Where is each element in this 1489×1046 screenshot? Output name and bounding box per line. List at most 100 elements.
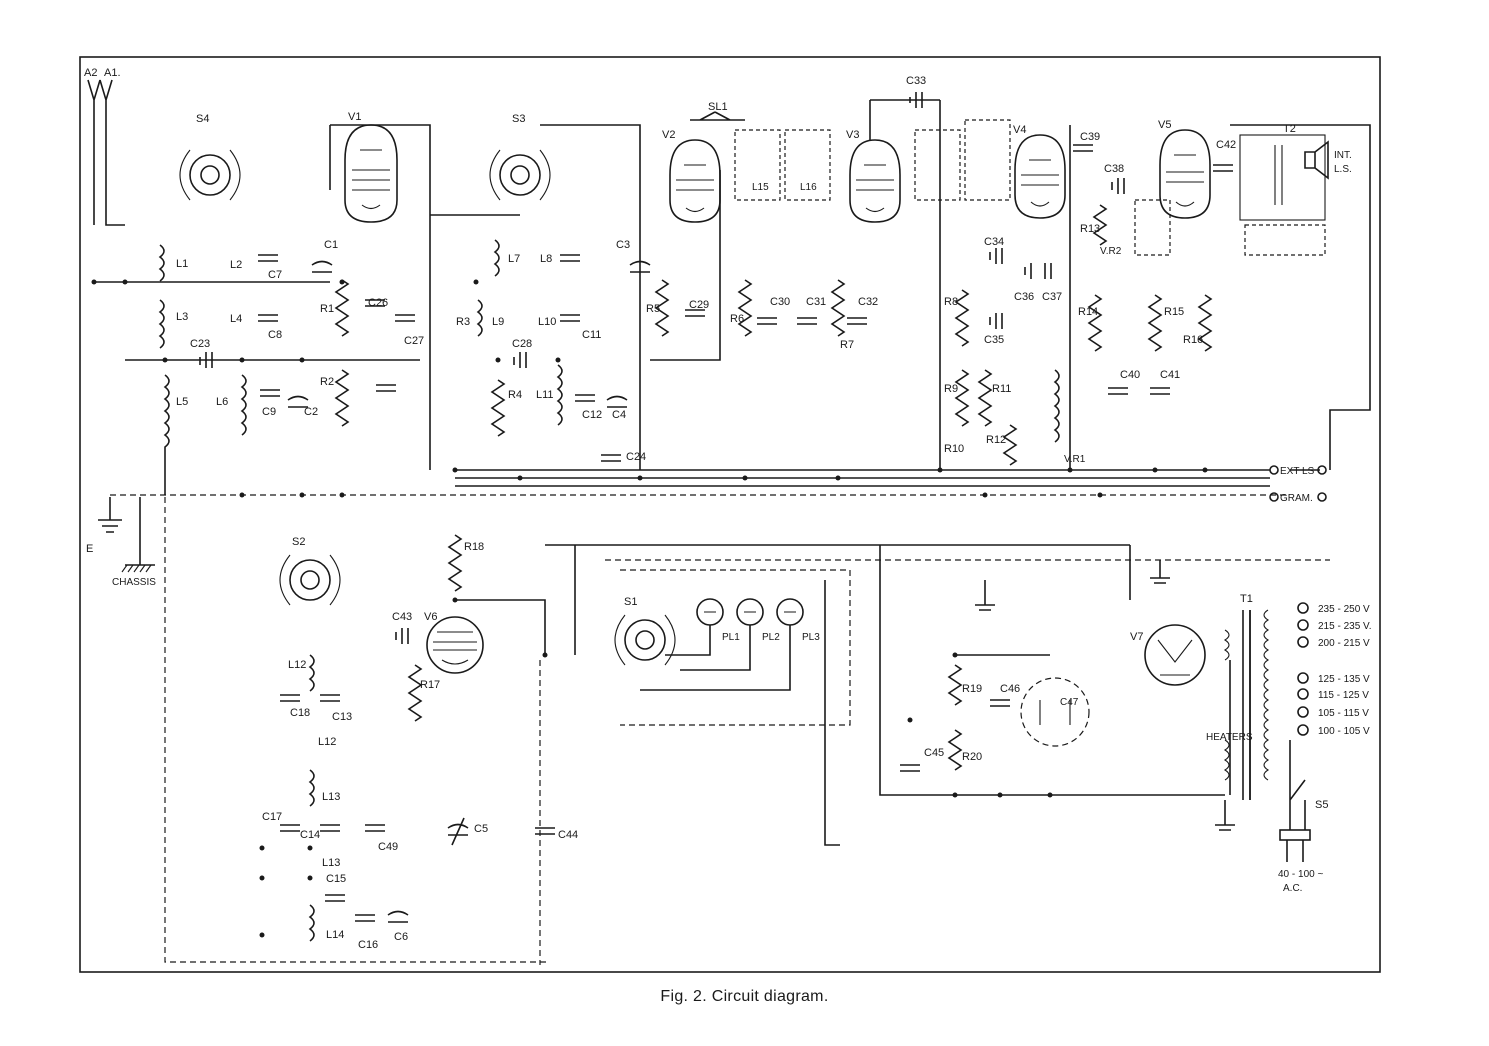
label-c1: C1 <box>324 239 338 251</box>
heaters-label: HEATERS <box>1206 732 1253 743</box>
if-transformer-cans <box>734 119 1326 256</box>
label-c44: C44 <box>558 829 578 841</box>
label-l10: L10 <box>538 316 556 328</box>
label-l14: L14 <box>326 929 344 941</box>
int-ls-label-2: L.S. <box>1334 164 1352 175</box>
pilot-lamp-3-label: PL3 <box>802 632 820 643</box>
switch-s3: S3 <box>489 113 551 201</box>
label-c14: C14 <box>300 829 320 841</box>
label-c27: C27 <box>404 335 424 347</box>
aerial-a1-label: A1. <box>104 67 121 79</box>
chassis-icon: CHASSIS <box>112 497 156 588</box>
label-l6: L6 <box>216 396 228 408</box>
label-l8: L8 <box>540 253 552 265</box>
inductor-coils <box>158 239 1060 942</box>
label-c16: C16 <box>358 939 378 951</box>
label-l1: L1 <box>176 258 188 270</box>
label-r19: R19 <box>962 683 982 695</box>
label-l9: L9 <box>492 316 504 328</box>
label-c47: C47 <box>1060 697 1079 708</box>
valve-v3: V3 <box>846 129 901 223</box>
label-r20: R20 <box>962 751 982 763</box>
valve-v4-label: V4 <box>1013 124 1026 136</box>
mains-supply-label-1: 40 - 100 ~ <box>1278 869 1323 880</box>
label-c24: C24 <box>626 451 646 463</box>
label-r2: R2 <box>320 376 334 388</box>
label-r3: R3 <box>456 316 470 328</box>
label-l15: L15 <box>752 182 769 193</box>
ground-symbols <box>975 560 1235 831</box>
label-r12: R12 <box>986 434 1006 446</box>
valve-v7: V7 <box>1130 624 1206 686</box>
ext-ls-label: EXT LS <box>1280 466 1315 477</box>
diagram-frame <box>79 56 1381 973</box>
label-l13b: L13 <box>322 857 340 869</box>
voltage-tap-1: 235 - 250 V <box>1318 604 1370 615</box>
label-c2: C2 <box>304 406 318 418</box>
label-c36: C36 <box>1014 291 1034 303</box>
label-c37: C37 <box>1042 291 1062 303</box>
earth-label: E <box>86 543 93 555</box>
label-l4: L4 <box>230 313 242 325</box>
label-l12a: L12 <box>288 659 306 671</box>
pilot-lamp-1-label: PL1 <box>722 632 740 643</box>
switch-s5-label: S5 <box>1315 799 1328 811</box>
switch-s1: S1 <box>614 596 676 666</box>
label-l11: L11 <box>536 389 554 401</box>
transformer-t2-label: T2 <box>1283 123 1296 135</box>
voltage-tap-4: 125 - 135 V <box>1318 674 1370 685</box>
label-c12: C12 <box>582 409 602 421</box>
label-c5: C5 <box>474 823 488 835</box>
output-transformer-t2: T2 <box>1239 123 1326 221</box>
voltage-tap-terminals: 235 - 250 V 215 - 235 V. 200 - 215 V 125… <box>1297 602 1372 737</box>
valve-v2: V2 <box>662 129 721 223</box>
voltage-tap-2: 215 - 235 V. <box>1318 621 1372 632</box>
switch-s1-label: S1 <box>624 596 637 608</box>
pilot-lamp-2-label: PL2 <box>762 632 780 643</box>
aerial-a2-label: A2 <box>84 67 97 79</box>
label-c42: C42 <box>1216 139 1236 151</box>
junction-dots <box>91 279 1208 938</box>
label-c41: C41 <box>1160 369 1180 381</box>
label-r7: R7 <box>840 339 854 351</box>
label-c29: C29 <box>689 299 709 311</box>
label-c8: C8 <box>268 329 282 341</box>
label-c45: C45 <box>924 747 944 759</box>
switch-s4-label: S4 <box>196 113 209 125</box>
switch-s2: S2 <box>279 536 341 606</box>
pilot-lamps: PL1 PL2 PL3 <box>640 598 820 691</box>
label-r8: R8 <box>944 296 958 308</box>
label-c39: C39 <box>1080 131 1100 143</box>
label-c35: C35 <box>984 334 1004 346</box>
gram-terminal: GRAM. <box>1269 492 1327 504</box>
label-c33: C33 <box>906 75 926 87</box>
valve-v2-label: V2 <box>662 129 675 141</box>
label-c32: C32 <box>858 296 878 308</box>
label-r11: R11 <box>992 383 1011 395</box>
label-vr2: V.R2 <box>1100 246 1122 257</box>
speaker-icon: INT. L.S. <box>1304 140 1352 180</box>
label-l16: L16 <box>800 182 817 193</box>
transformer-t1-label: T1 <box>1240 593 1253 605</box>
label-c17: C17 <box>262 811 282 823</box>
label-l3: L3 <box>176 311 188 323</box>
bus-lines <box>92 99 1371 965</box>
label-r4: R4 <box>508 389 522 401</box>
label-c28: C28 <box>512 338 532 350</box>
valve-v6-label: V6 <box>424 611 437 623</box>
label-l5: L5 <box>176 396 188 408</box>
label-c31: C31 <box>806 296 826 308</box>
valve-v4: V4 <box>1013 124 1066 219</box>
valve-v5: V5 <box>1158 119 1211 219</box>
voltage-tap-5: 115 - 125 V <box>1318 690 1369 701</box>
label-c40: C40 <box>1120 369 1140 381</box>
gram-label: GRAM. <box>1280 493 1313 504</box>
label-r13: R13 <box>1080 223 1100 235</box>
switch-s3-label: S3 <box>512 113 525 125</box>
label-r5: R5 <box>646 303 660 315</box>
label-c13: C13 <box>332 711 352 723</box>
label-r14: R14 <box>1078 306 1098 318</box>
valve-v6: V6 <box>424 611 484 674</box>
voltage-tap-6: 105 - 115 V <box>1318 708 1369 719</box>
ext-ls-terminal: EXT LS <box>1269 465 1327 477</box>
